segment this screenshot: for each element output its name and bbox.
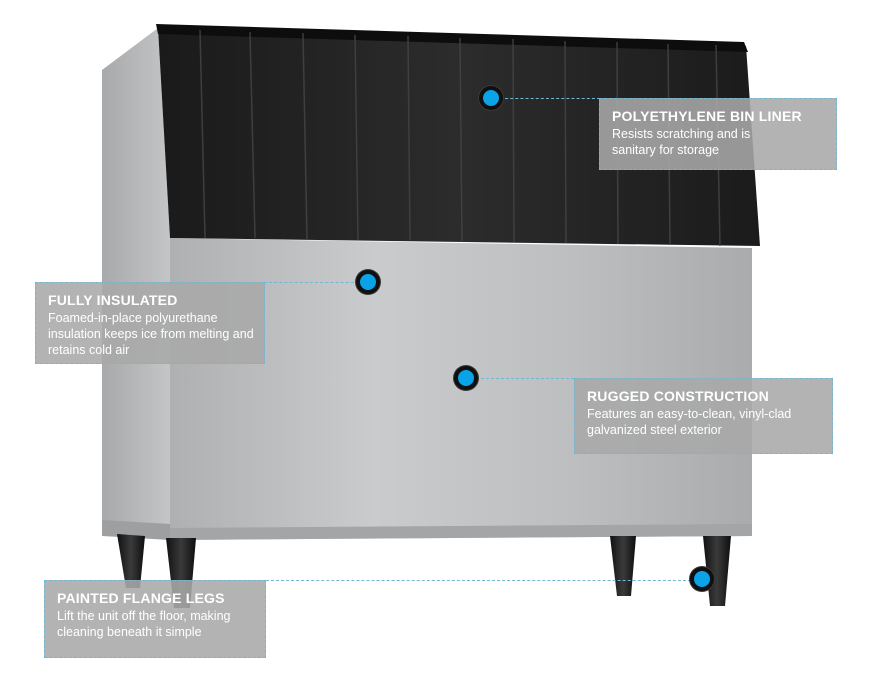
callout-bin-liner: POLYETHYLENE BIN LINER Resists scratchin… xyxy=(599,98,837,170)
callout-description: Lift the unit off the floor, making clea… xyxy=(57,609,231,639)
callout-title: PAINTED FLANGE LEGS xyxy=(57,590,225,606)
callout-description: Resists scratching and is sanitary for s… xyxy=(612,127,751,157)
marker-insulated[interactable] xyxy=(356,270,380,294)
bin-liner xyxy=(158,28,760,246)
top-lip xyxy=(156,24,748,52)
marker-liner[interactable] xyxy=(479,86,503,110)
leader-legs xyxy=(266,580,696,581)
marker-construction[interactable] xyxy=(454,366,478,390)
callout-flange-legs: PAINTED FLANGE LEGS Lift the unit off th… xyxy=(44,580,266,658)
liner-grooves xyxy=(199,29,721,247)
callout-title: RUGGED CONSTRUCTION xyxy=(587,388,769,404)
callout-rugged-construction: RUGGED CONSTRUCTION Features an easy-to-… xyxy=(574,378,833,454)
callout-description: Foamed-in-place polyurethane insulation … xyxy=(48,311,254,357)
front-bottom-trim xyxy=(170,524,752,540)
marker-legs[interactable] xyxy=(690,567,714,591)
callout-fully-insulated: FULLY INSULATED Foamed-in-place polyuret… xyxy=(35,282,265,364)
leader-insulated xyxy=(264,282,364,283)
leader-construction xyxy=(476,378,574,379)
callout-title: FULLY INSULATED xyxy=(48,292,178,308)
callout-description: Features an easy-to-clean, vinyl-clad ga… xyxy=(587,407,792,437)
leader-liner xyxy=(500,98,600,99)
callout-title: POLYETHYLENE BIN LINER xyxy=(612,108,802,124)
